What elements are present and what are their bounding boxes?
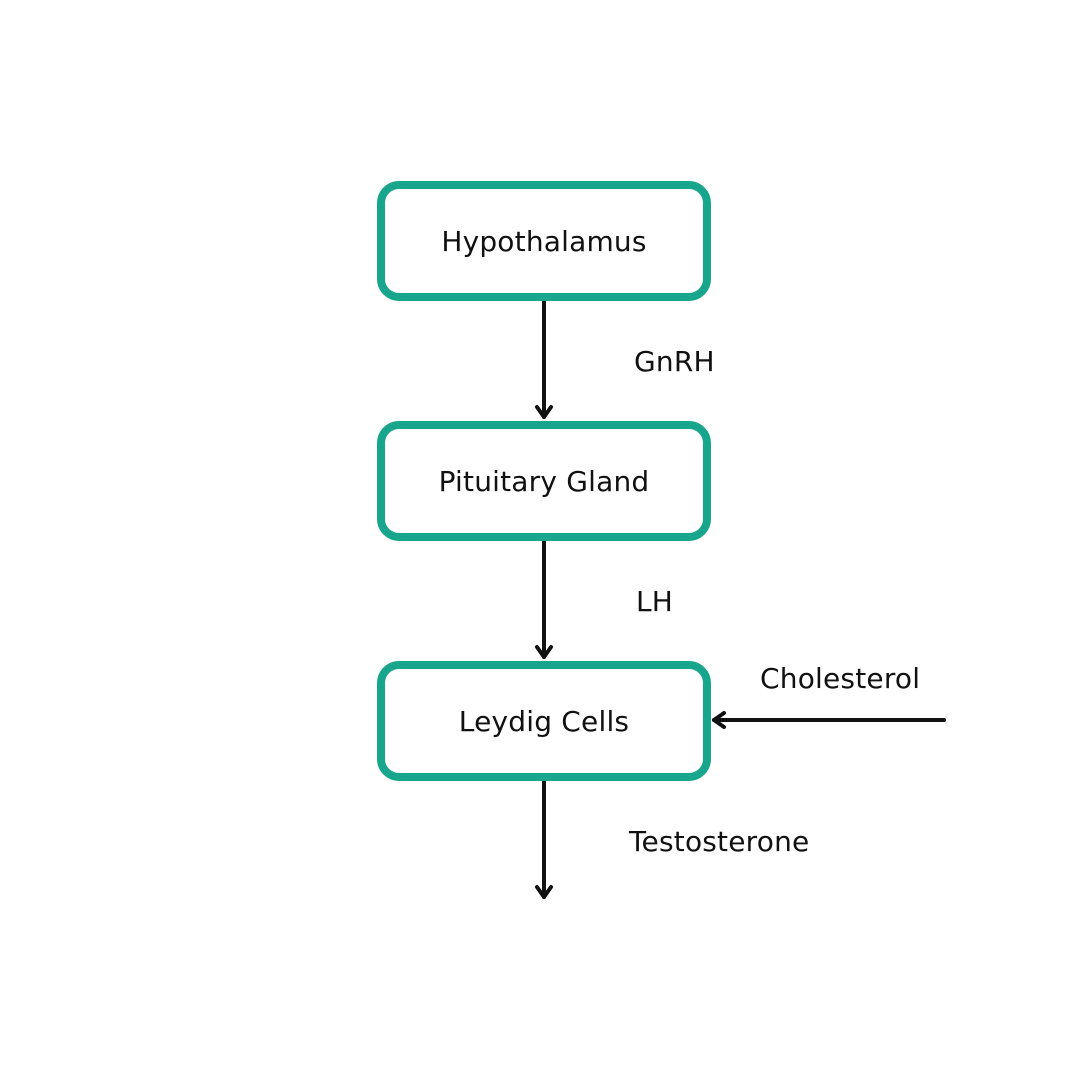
edge-label-cholesterol: Cholesterol bbox=[760, 662, 921, 695]
node-leydig-cells: Leydig Cells bbox=[377, 661, 711, 781]
node-pituitary-gland-label: Pituitary Gland bbox=[438, 464, 650, 498]
edge-label-lh: LH bbox=[636, 585, 674, 618]
arrowhead-leydig-to-testosterone bbox=[535, 885, 553, 899]
edge-label-gnrh: GnRH bbox=[634, 345, 715, 378]
node-leydig-cells-label: Leydig Cells bbox=[458, 704, 630, 738]
arrowhead-cholesterol-to-leydig bbox=[712, 711, 726, 729]
arrowhead-hypothalamus-to-pituitary bbox=[535, 405, 553, 419]
node-hypothalamus: Hypothalamus bbox=[377, 181, 711, 301]
arrowhead-pituitary-to-leydig bbox=[535, 645, 553, 659]
node-hypothalamus-label: Hypothalamus bbox=[441, 224, 647, 258]
node-pituitary-gland: Pituitary Gland bbox=[377, 421, 711, 541]
edge-label-testosterone: Testosterone bbox=[629, 825, 810, 858]
